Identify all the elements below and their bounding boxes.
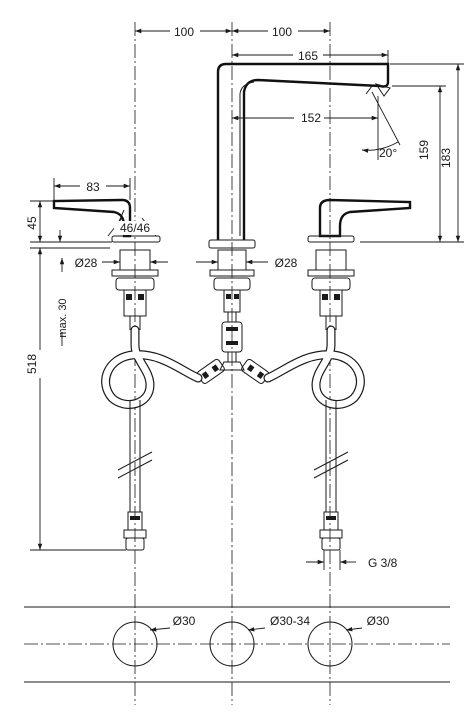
dim-max-thickness: max. 30 bbox=[57, 298, 69, 337]
dim-handle-length: 83 bbox=[86, 180, 100, 194]
center-lines bbox=[134, 22, 331, 705]
bottom-fittings bbox=[123, 511, 343, 551]
dimension-heights bbox=[360, 63, 464, 243]
dimension-spacing bbox=[135, 24, 330, 38]
spout bbox=[208, 62, 391, 249]
dimension-handle-height bbox=[30, 200, 112, 243]
dimension-reach bbox=[232, 48, 389, 160]
dimension-thread bbox=[306, 550, 356, 570]
dim-handle-rotation: 46/46 bbox=[120, 221, 150, 235]
dimension-angle bbox=[361, 91, 401, 153]
dim-handle-height: 45 bbox=[25, 216, 39, 230]
hole-layout bbox=[24, 606, 450, 683]
dim-outlet-height: 159 bbox=[417, 140, 431, 160]
hole-right bbox=[307, 621, 353, 667]
dim-spacing-left: 100 bbox=[174, 25, 194, 39]
dim-diameter-right: Ø28 bbox=[275, 256, 298, 270]
right-handle bbox=[307, 198, 412, 243]
dim-spout-reach-outlet: 152 bbox=[301, 111, 321, 125]
dim-total-height: 183 bbox=[439, 148, 453, 168]
dimension-handle-length bbox=[53, 178, 131, 200]
dim-connection-thread: G 3/8 bbox=[368, 556, 398, 570]
middle-connector bbox=[196, 312, 270, 384]
hole-left bbox=[112, 621, 158, 667]
dim-spout-reach-total: 165 bbox=[298, 49, 318, 63]
hole-middle bbox=[209, 621, 255, 667]
dim-hole-left: Ø30 bbox=[173, 614, 196, 628]
valve-bodies bbox=[111, 249, 355, 330]
dim-hose-length: 518 bbox=[25, 354, 39, 374]
dimension-rotation bbox=[107, 217, 157, 237]
dim-hole-middle: Ø30-34 bbox=[270, 614, 310, 628]
dim-diameter-left: Ø28 bbox=[75, 256, 98, 270]
dim-spacing-right: 100 bbox=[272, 25, 292, 39]
dim-hole-right: Ø30 bbox=[367, 614, 390, 628]
dimension-hose-length bbox=[29, 247, 126, 551]
dim-spout-angle: 20° bbox=[379, 146, 397, 160]
hoses bbox=[101, 325, 365, 512]
